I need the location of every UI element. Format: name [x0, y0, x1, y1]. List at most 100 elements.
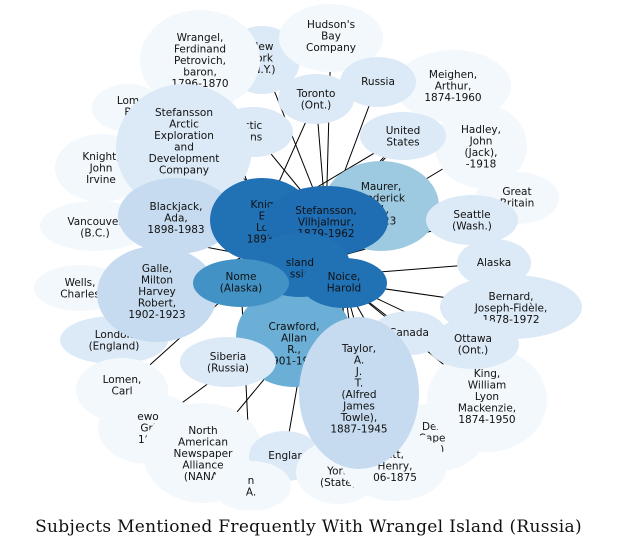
node-label-line: 1898-1983: [147, 224, 204, 236]
node-label-line: Lyon: [475, 391, 499, 403]
node-label-line: (Russia): [207, 363, 249, 375]
node-noice: Noice,Harold: [301, 258, 387, 308]
node-label-line: Ada,: [164, 213, 187, 225]
node-bubble: [279, 4, 383, 72]
node-hadley: Hadley,John(Jack),-1918: [435, 104, 527, 188]
node-label-line: Maurer,: [361, 181, 401, 193]
node-label-line: E: [259, 211, 266, 223]
node-label-line: Alaska: [477, 257, 511, 269]
node-label-line: Knig: [250, 199, 273, 211]
node-label-line: J.: [355, 366, 362, 378]
node-label-line: Russia: [361, 76, 395, 88]
node-blackjack: Blackjack,Ada,1898-1983: [118, 178, 234, 254]
node-alaska: Alaska: [457, 239, 531, 287]
node-ottawa: Ottawa(Ont.): [427, 319, 519, 369]
node-label-line: John: [469, 136, 493, 148]
node-label-line: baron,: [183, 67, 217, 79]
node-label-line: Stefansson,: [295, 205, 356, 217]
node-label-line: Wells,: [65, 277, 96, 289]
node-label-line: (Ont.): [301, 100, 332, 112]
node-label-line: Meighen,: [429, 69, 477, 81]
node-label-line: Nome: [226, 271, 257, 283]
node-bubble: [301, 258, 387, 308]
node-label-line: 06-1875: [373, 472, 417, 484]
node-label-line: King,: [474, 368, 500, 380]
node-label-line: Lomen,: [103, 374, 142, 386]
node-label-line: American: [178, 437, 228, 449]
node-label: Ottawa(Ont.): [454, 333, 492, 357]
node-label-line: Newspaper: [174, 448, 234, 460]
node-label-line: Toronto: [296, 88, 336, 100]
node-label-line: 1874-1960: [424, 92, 481, 104]
node-siberia: Siberia(Russia): [180, 337, 276, 387]
node-label-line: James: [342, 401, 375, 413]
diagram-title: Subjects Mentioned Frequently With Wrang…: [35, 517, 582, 537]
node-meighen: Meighen,Arthur,1874-1960: [395, 50, 511, 122]
node-bubble: [360, 112, 446, 160]
node-label-line: Allan: [281, 333, 307, 345]
node-label-line: Bay: [321, 31, 341, 43]
node-label-line: Seattle: [453, 209, 490, 221]
node-label-line: 1874-1950: [458, 414, 515, 426]
node-label-line: Taylor,: [341, 343, 376, 355]
node-label-line: (Ont.): [458, 345, 489, 357]
node-label: Siberia(Russia): [207, 351, 249, 375]
node-label-line: 1902-1923: [128, 309, 185, 321]
node-bubble: [426, 195, 518, 245]
node-seattle: Seattle(Wash.): [426, 195, 518, 245]
node-label-line: sland: [286, 257, 314, 269]
node-bubble: [395, 50, 511, 122]
node-label-line: Mackenzie,: [458, 403, 516, 415]
node-label: Toronto(Ont.): [296, 88, 336, 112]
node-label-line: Siberia: [210, 351, 246, 363]
node-label-line: (England): [89, 341, 140, 353]
node-label-line: ewo: [137, 411, 158, 423]
node-bubble: [340, 57, 416, 107]
node-label: ett,Henry,06-1875: [373, 449, 417, 484]
node-label: Meighen,Arthur,1874-1960: [424, 69, 481, 104]
node-label-line: Arthur,: [435, 81, 472, 93]
node-label-line: Company: [159, 165, 209, 177]
node-label-line: Knight,: [82, 151, 119, 163]
node-label: Stefansson,Vilhjalmur,1879-1962: [295, 205, 356, 240]
node-bubble: [140, 10, 260, 110]
node-label-line: Crawford,: [269, 321, 320, 333]
node-label-line: Charles: [60, 289, 100, 301]
node-label-line: Milton: [141, 275, 173, 287]
node-label-line: Canada: [389, 327, 429, 339]
node-label-line: (B.C.): [80, 228, 109, 240]
node-label-line: Great: [502, 186, 531, 198]
node-label-line: Hudson's: [307, 19, 355, 31]
node-bubble: [118, 178, 234, 254]
node-label-line: Englar: [268, 450, 302, 462]
node-bubble: [427, 319, 519, 369]
node-label-line: Vilhjalmur,: [298, 217, 354, 229]
node-label-line: R.,: [287, 344, 301, 356]
node-label-line: Arctic: [169, 119, 199, 131]
node-label-line: Alliance: [182, 460, 223, 472]
node-label-line: Hadley,: [461, 124, 501, 136]
node-label-line: Ottawa: [454, 333, 492, 345]
node-bubble: [435, 104, 527, 188]
node-label-line: Carl: [112, 386, 133, 398]
node-toronto: Toronto(Ont.): [278, 74, 354, 124]
node-label-line: Harold: [327, 283, 361, 295]
node-label-line: (Wash.): [452, 221, 492, 233]
node-label-line: A.: [246, 487, 256, 499]
node-label: Englar: [268, 450, 302, 462]
node-label-line: United: [386, 125, 421, 137]
node-label-line: n: [248, 475, 255, 487]
node-label-line: William: [468, 380, 506, 392]
node-bubble: [457, 239, 531, 287]
node-bubble: [116, 84, 252, 212]
nodes: LomBNewYork(N.Y.)Hudson'sBayCompanyMeigh…: [34, 4, 582, 510]
